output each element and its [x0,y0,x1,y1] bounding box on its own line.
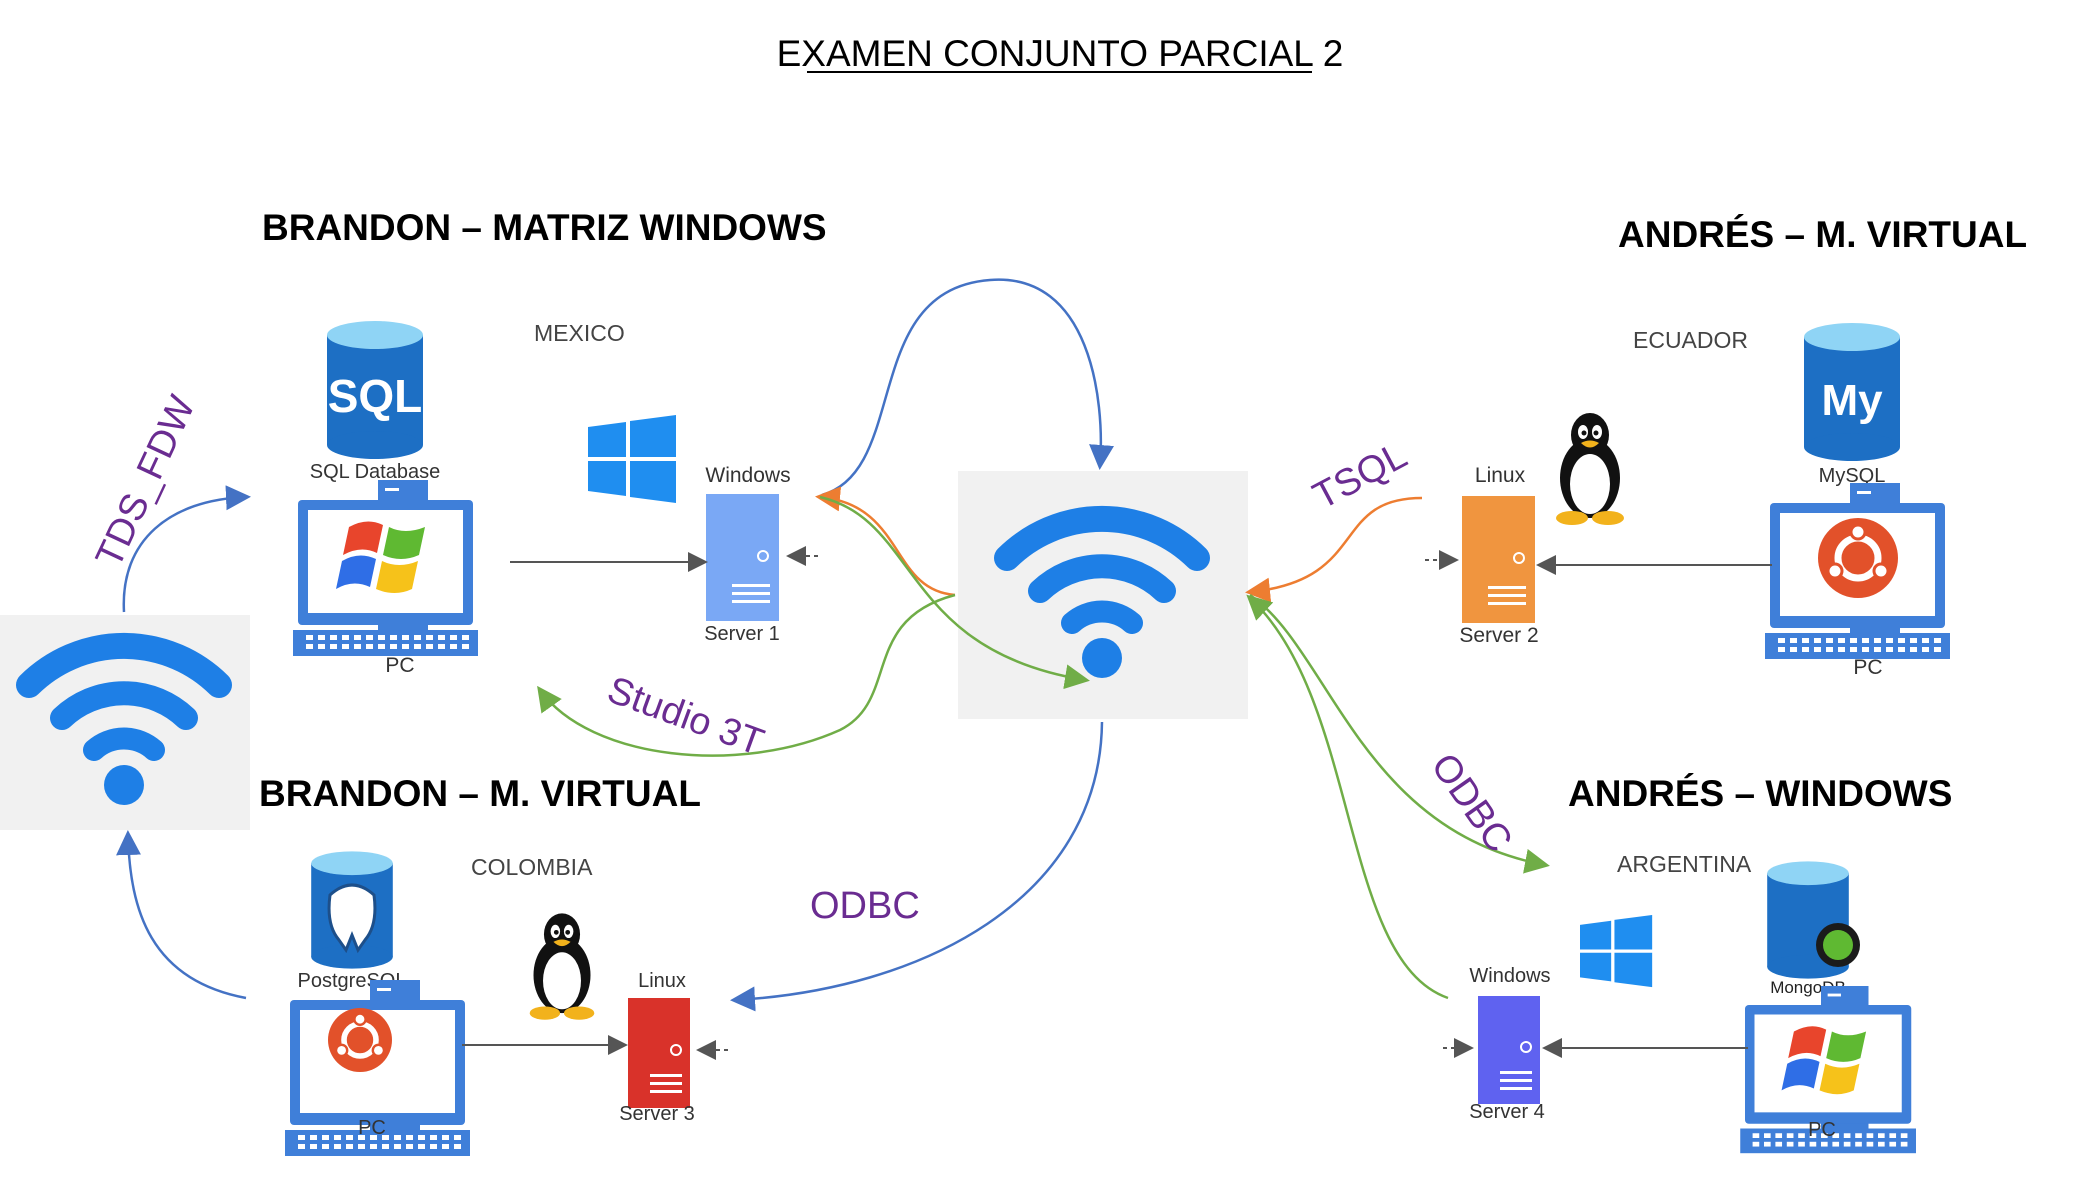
pc-icon-mexico [293,480,478,656]
db-sql: SQL [327,321,423,459]
server-label-1: Server 1 [704,623,780,645]
server-label-2: Server 2 [1459,624,1538,647]
pc-label-argentina: PC [1808,1119,1836,1141]
server-2 [1462,496,1535,623]
country-mexico: MEXICO [534,320,625,346]
os-label-linux-3: Linux [638,970,686,992]
ubuntu-icon-ecuador [1818,518,1898,598]
country-argentina: ARGENTINA [1617,851,1752,877]
protocol-odbc-bottom: ODBC [810,885,920,927]
pc-icon-ecuador [1765,483,1950,659]
connector-odbc-argentina [1249,593,1550,874]
postgresql-elephant-icon [327,883,377,954]
server-3 [628,998,690,1108]
connector-odbc-server3 [730,721,1104,1012]
mysql-logo-text: My [1821,376,1883,425]
windows-logo-icon-mexico [588,415,676,503]
pc-label-ecuador: PC [1853,656,1882,679]
server-4 [1478,996,1540,1104]
db-mysql: My [1804,323,1900,461]
sql-logo-text: SQL [328,370,423,422]
connector-studio3t [537,593,956,757]
label-sql-database: SQL Database [310,461,440,483]
connector-tds-fdw [122,485,251,613]
section-brandon-virtual: BRANDON – M. VIRTUAL [259,773,701,814]
server-1 [706,494,779,621]
windows-logo-icon-argentina [1580,915,1653,988]
section-andres-windows: ANDRÉS – WINDOWS [1568,773,1952,814]
connector-tsql [1245,496,1423,603]
protocol-odbc-top: ODBC [1423,746,1520,860]
section-brandon-matriz: BRANDON – MATRIZ WINDOWS [262,207,827,248]
connector-server4-to-wifi [1246,594,1449,1000]
os-label-linux-2: Linux [1475,464,1526,487]
country-colombia: COLOMBIA [471,854,593,880]
pc-label-mexico: PC [385,654,414,677]
diagram-title: EXAMEN CONJUNTO PARCIAL 2 [777,33,1344,74]
ubuntu-icon-colombia [328,1008,392,1072]
pc-label-colombia: PC [358,1117,386,1139]
linux-tux-icon-ecuador [1556,413,1624,525]
protocol-studio3t: Studio 3T [602,669,769,764]
connector-wifi-to-server1-orange [815,486,956,597]
country-ecuador: ECUADOR [1633,327,1748,353]
os-label-windows-4: Windows [1469,965,1550,987]
server-label-3: Server 3 [619,1103,695,1125]
section-andres-virtual: ANDRÉS – M. VIRTUAL [1618,214,2027,255]
db-mongodb [1767,861,1860,979]
connector-colombia-to-left-wifi [116,830,247,1000]
connector-server1-to-wifi [821,278,1114,497]
linux-tux-icon-colombia [529,913,595,1020]
connector-server1-to-wifi-green [819,495,1090,690]
protocol-tsql: TSQL [1307,434,1414,518]
server-label-4: Server 4 [1469,1101,1545,1123]
db-postgresql [311,851,393,969]
label-mysql: MySQL [1819,465,1886,487]
protocol-tds-fdw: TDS_FDW [88,389,204,573]
os-label-windows-1: Windows [705,464,790,487]
